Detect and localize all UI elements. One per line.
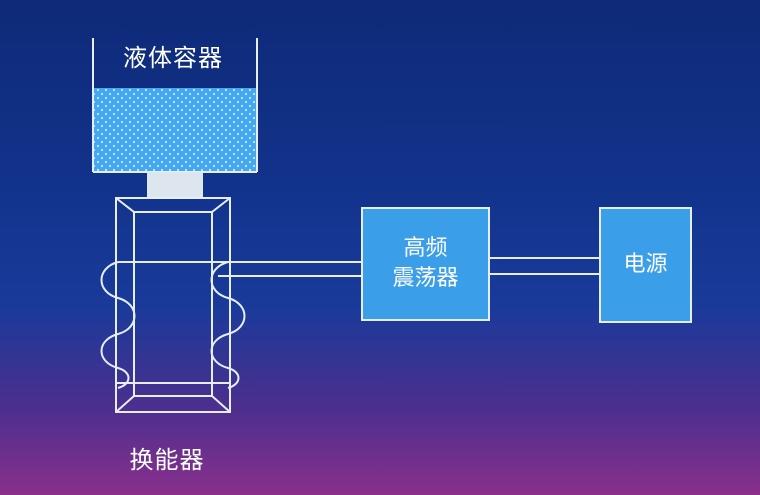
liquid	[94, 88, 256, 172]
oscillator-label-line2: 震荡器	[392, 266, 459, 291]
transducer-outer-frame	[115, 197, 231, 413]
transducer-label: 换能器	[129, 446, 205, 474]
liquid-container	[92, 38, 258, 173]
power-block	[599, 207, 692, 323]
container-label: 液体容器	[123, 44, 223, 72]
coupling-neck	[147, 172, 203, 198]
oscillator-label-line1: 高频	[403, 236, 448, 261]
oscillator-block	[361, 207, 490, 321]
wire-transducer-oscillator	[118, 261, 362, 277]
transducer-inner-frame	[133, 211, 213, 397]
wire-oscillator-power	[489, 257, 600, 275]
left-coil	[100, 261, 136, 389]
right-coil	[210, 261, 246, 389]
power-label: 电源	[623, 252, 668, 277]
transducer	[115, 197, 231, 413]
oscillator-label: 高频 震荡器	[362, 220, 489, 308]
